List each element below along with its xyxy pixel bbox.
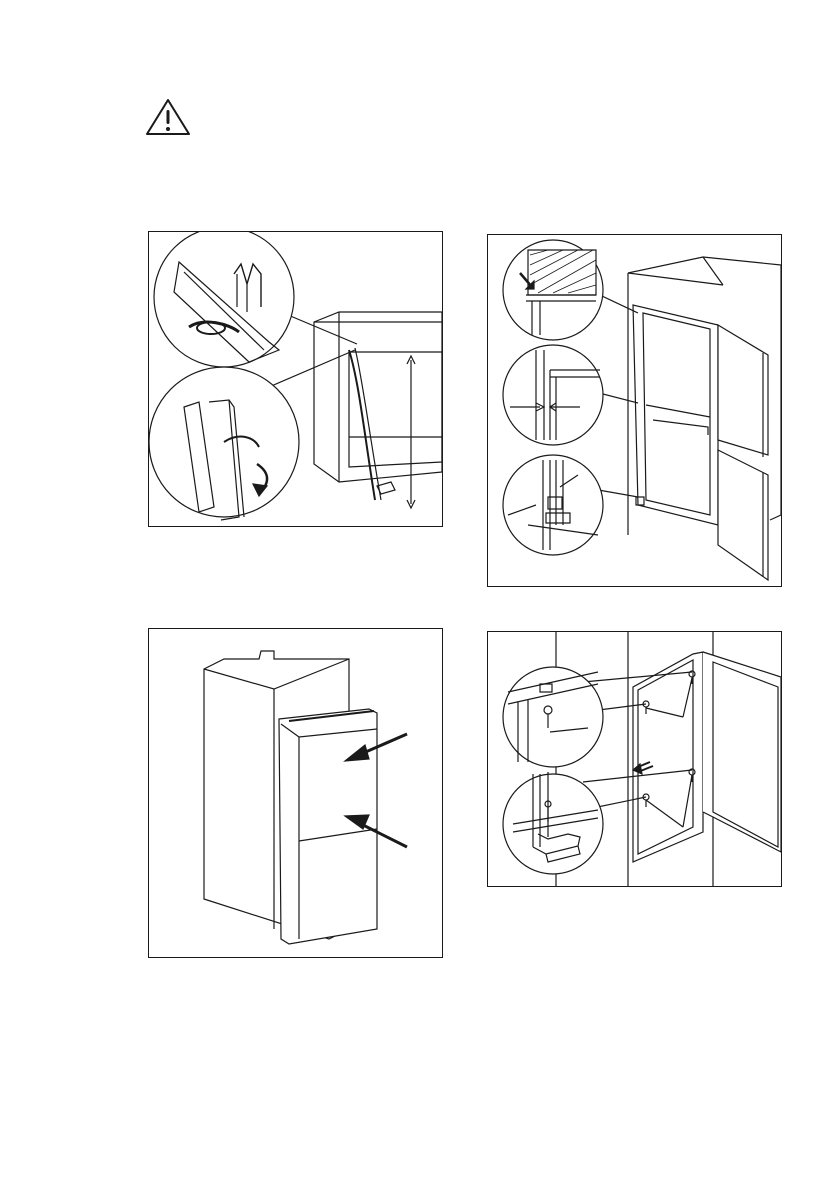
warning-triangle-icon xyxy=(145,98,191,136)
figure-appliance-insertion xyxy=(148,628,443,958)
figure-door-hinge-screws xyxy=(487,631,782,887)
figure-door-seal-trim xyxy=(148,231,443,527)
figure-door-gap-alignment xyxy=(487,234,782,587)
